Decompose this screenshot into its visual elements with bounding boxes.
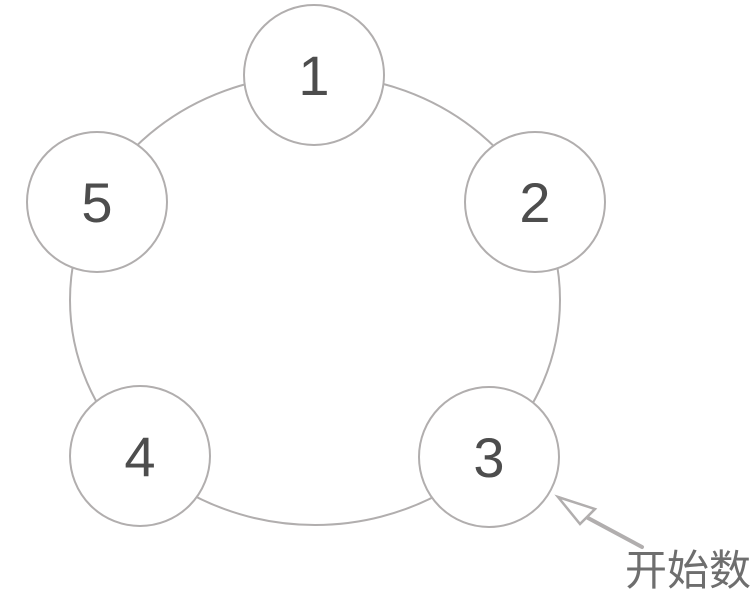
node-group: 1 2 3 4 5 (26, 4, 606, 528)
node-circle-3 (418, 386, 560, 528)
node-label-5: 5 (81, 171, 112, 234)
node-circle-5 (26, 131, 168, 273)
arrow-head-icon (554, 494, 598, 526)
node-label-2: 2 (519, 171, 550, 234)
node-label-1: 1 (298, 44, 329, 107)
pointer-arrow (554, 494, 644, 549)
arrow-shaft (586, 516, 644, 549)
node-label-3: 3 (473, 426, 504, 489)
node-circle-4 (69, 385, 211, 527)
node-circle-1 (243, 4, 385, 146)
annotation-label: 开始数 (625, 547, 751, 594)
node-label-4: 4 (124, 425, 155, 488)
node-circle-2 (464, 131, 606, 273)
